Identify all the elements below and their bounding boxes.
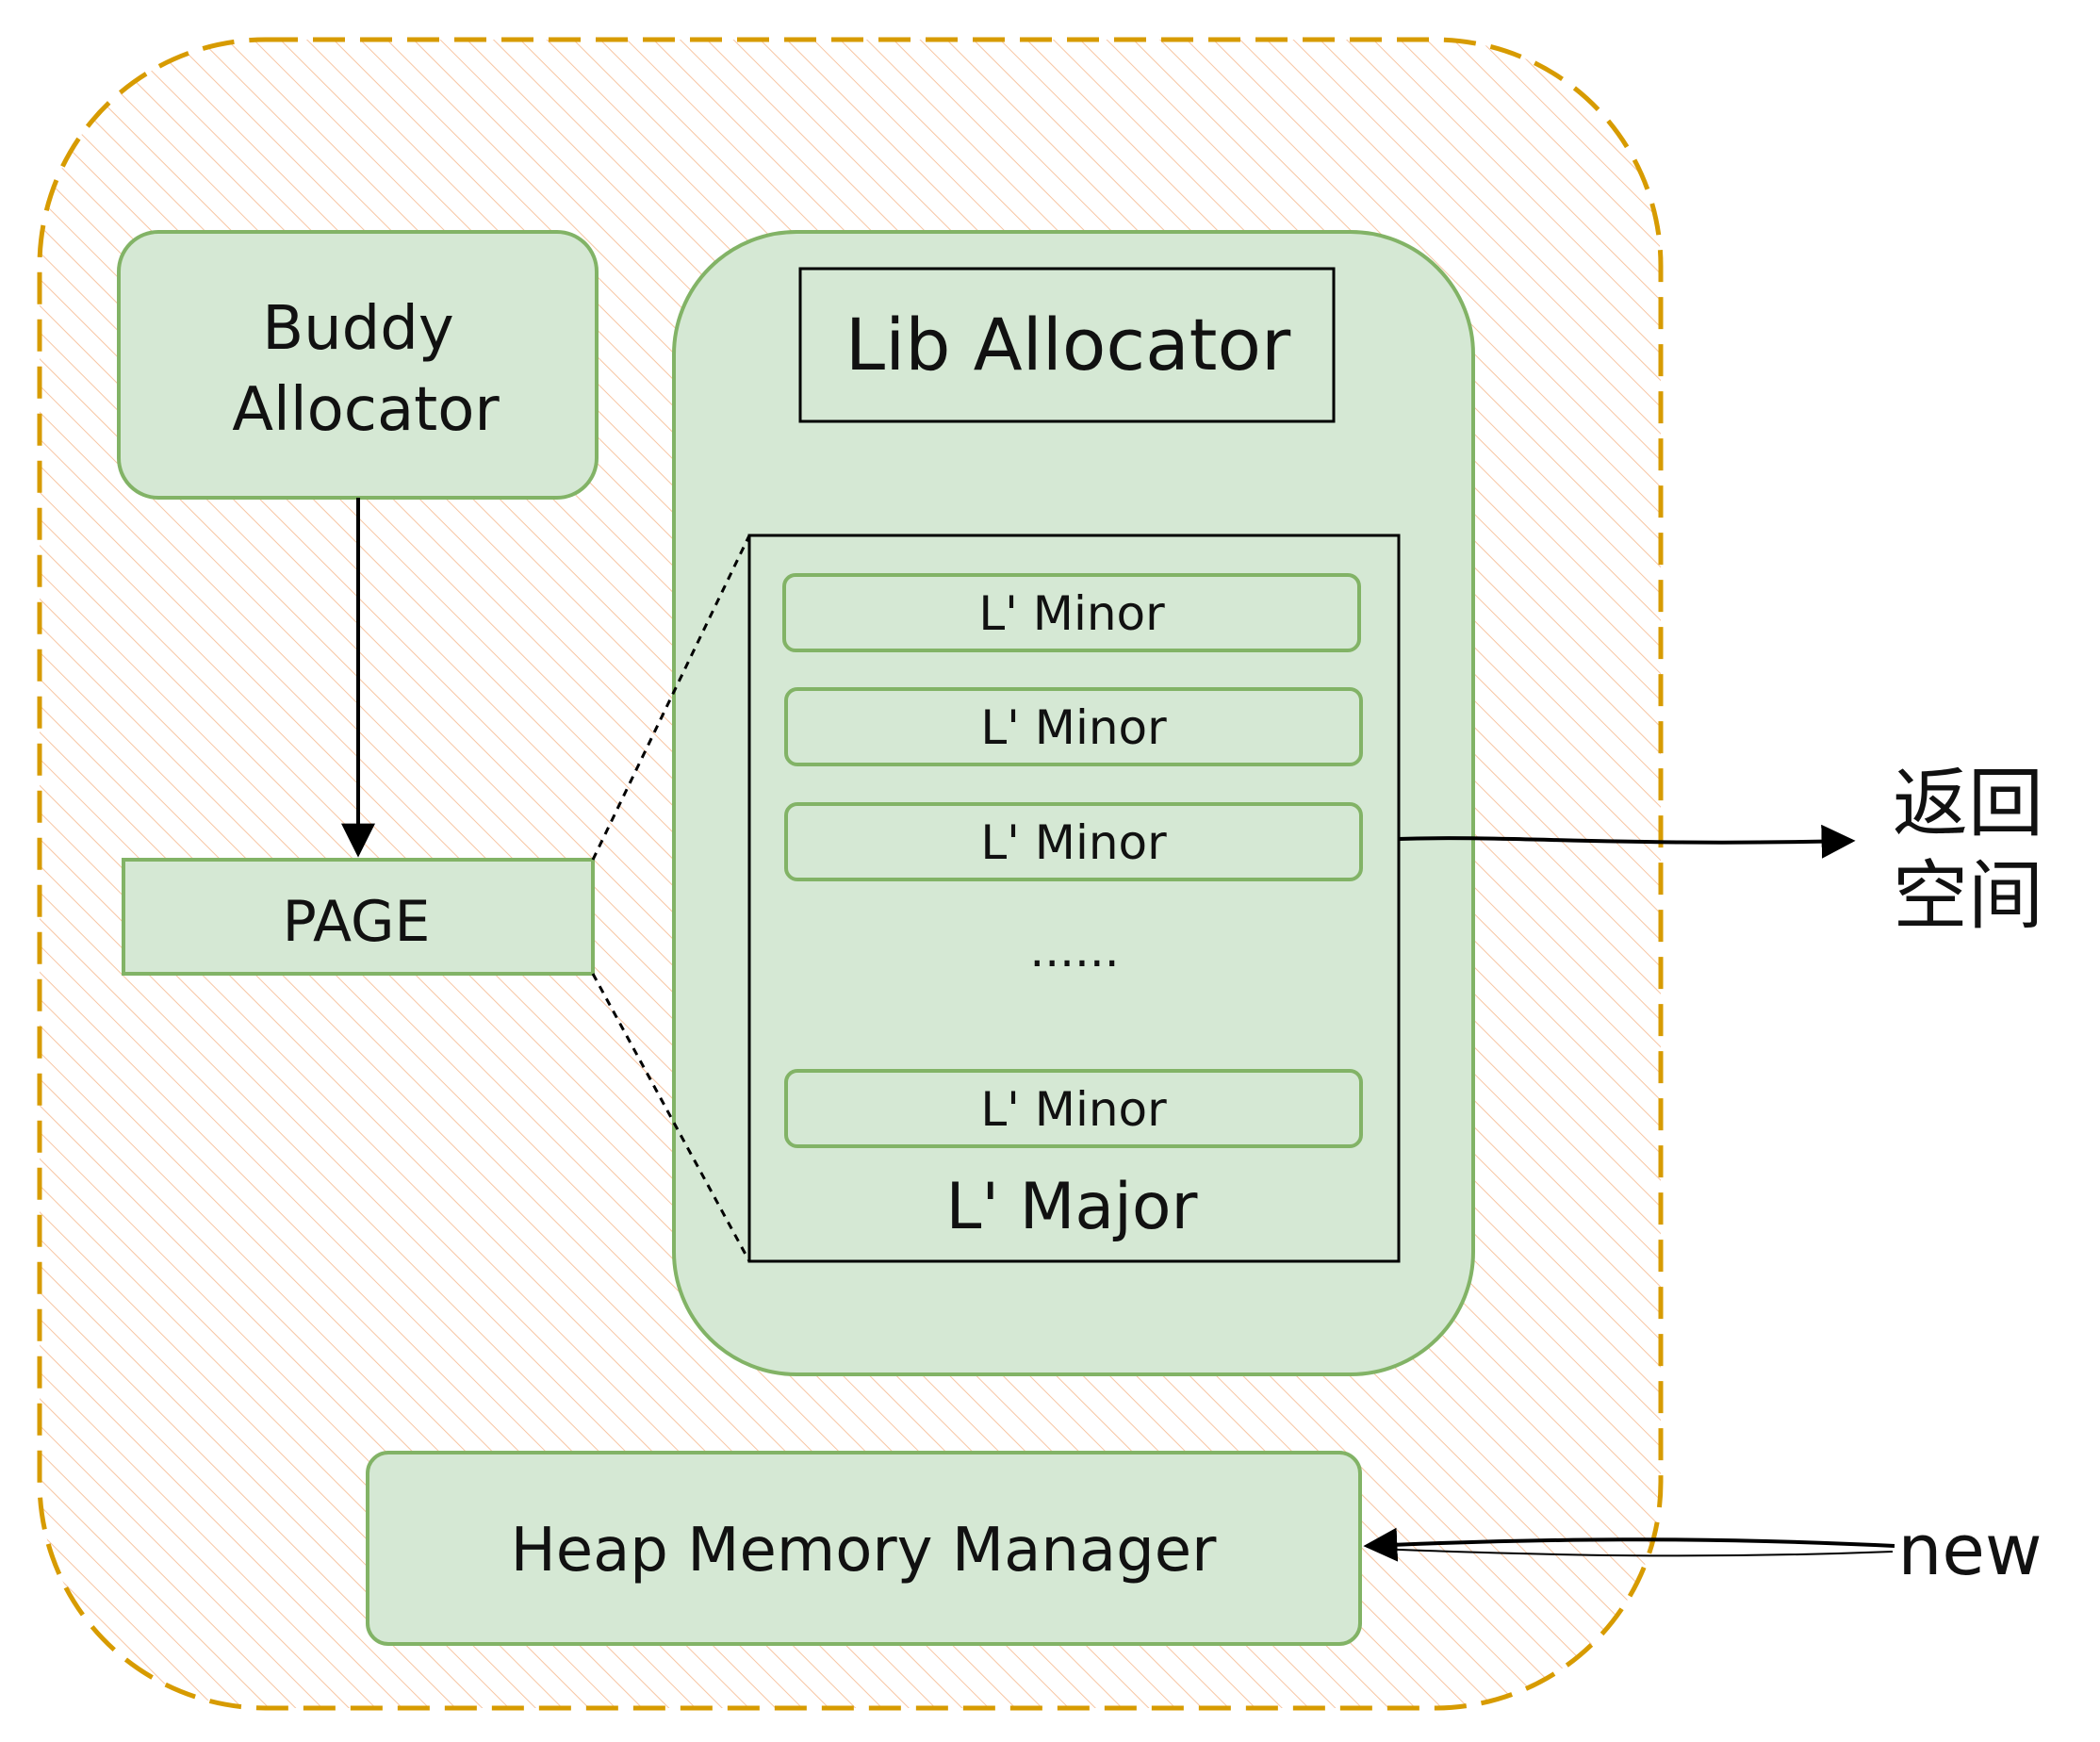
return-space-label-line1: 返回 [1893,760,2043,847]
buddy-allocator-rect [117,230,599,500]
l-major-label: L' Major [946,1170,1198,1244]
new-label: new [1898,1510,2043,1591]
lib-allocator-title: Lib Allocator [845,303,1291,386]
l-minor-ellipsis: ...... [1029,923,1119,978]
zoom-line-bottom [591,973,751,1262]
page-rect [122,858,595,976]
new-arrow [1363,1527,1895,1562]
page-box: PAGE [122,858,595,976]
lib-allocator-title-box [798,267,1336,423]
buddy-allocator-label-line2: Allocator [232,375,500,445]
l-major-box: L' Minor L' Minor L' Minor ...... L' Min… [747,534,1401,1263]
l-minor-rect-3 [784,802,1363,881]
l-minor-label-1: L' Minor [978,586,1165,641]
buddy-allocator-box: Buddy Allocator [117,230,599,500]
l-minor-rect-4 [784,1069,1363,1148]
outer-region-border [37,37,1664,1711]
heap-memory-manager-box: Heap Memory Manager [366,1451,1362,1646]
new-arrow-sketch-line [1373,1548,1894,1557]
heap-memory-manager-rect [366,1451,1362,1646]
return-space-label-line2: 空间 [1893,852,2043,940]
l-minor-label-4: L' Minor [980,1082,1167,1137]
l-minor-rect-2 [784,687,1363,766]
buddy-allocator-label-line1: Buddy [262,294,454,364]
l-minor-rect-1 [782,573,1361,652]
return-space-arrow [1398,824,1856,859]
l-minor-label-3: L' Minor [980,815,1167,870]
heap-memory-manager-label: Heap Memory Manager [511,1516,1218,1586]
page-label: PAGE [283,889,431,955]
zoom-line-top [591,534,751,861]
l-minor-label-2: L' Minor [980,700,1167,755]
